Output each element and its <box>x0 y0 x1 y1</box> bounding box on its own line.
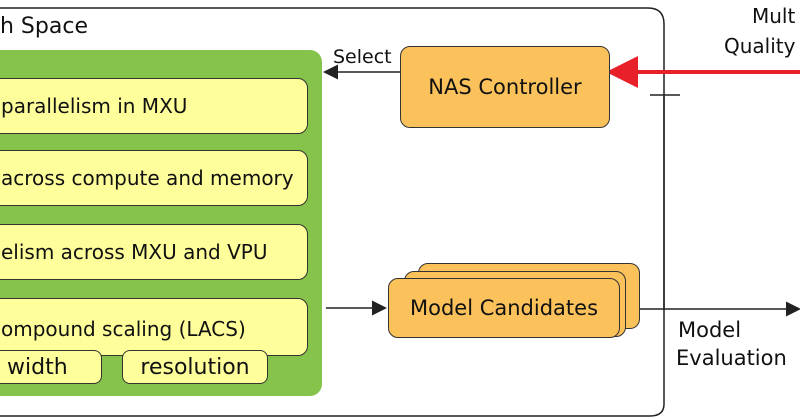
reward-label-line2: Quality <box>724 34 796 58</box>
reward-label-line1: Mult <box>752 4 796 28</box>
option-label: parallelism in MXU <box>1 94 188 118</box>
option-label: ompound scaling (LACS) <box>1 317 246 341</box>
select-label: Select <box>333 46 392 68</box>
option-mxu-vpu: elism across MXU and VPU <box>0 224 308 280</box>
search-space-title: h Space <box>0 14 88 39</box>
scaling-width-box: width <box>0 350 102 384</box>
evaluation-label-line2: Evaluation <box>676 346 787 370</box>
option-compute-memory: across compute and memory <box>0 150 308 206</box>
option-mxu-parallelism: parallelism in MXU <box>0 78 308 134</box>
evaluation-label-line1: Model <box>678 318 742 342</box>
option-compound-scaling: ompound scaling (LACS) <box>0 298 308 356</box>
scaling-resolution-box: resolution <box>122 350 268 384</box>
option-label: elism across MXU and VPU <box>1 240 268 264</box>
model-candidates-box: Model Candidates <box>388 278 620 338</box>
option-label: across compute and memory <box>1 166 294 190</box>
nas-controller-box: NAS Controller <box>400 46 610 128</box>
